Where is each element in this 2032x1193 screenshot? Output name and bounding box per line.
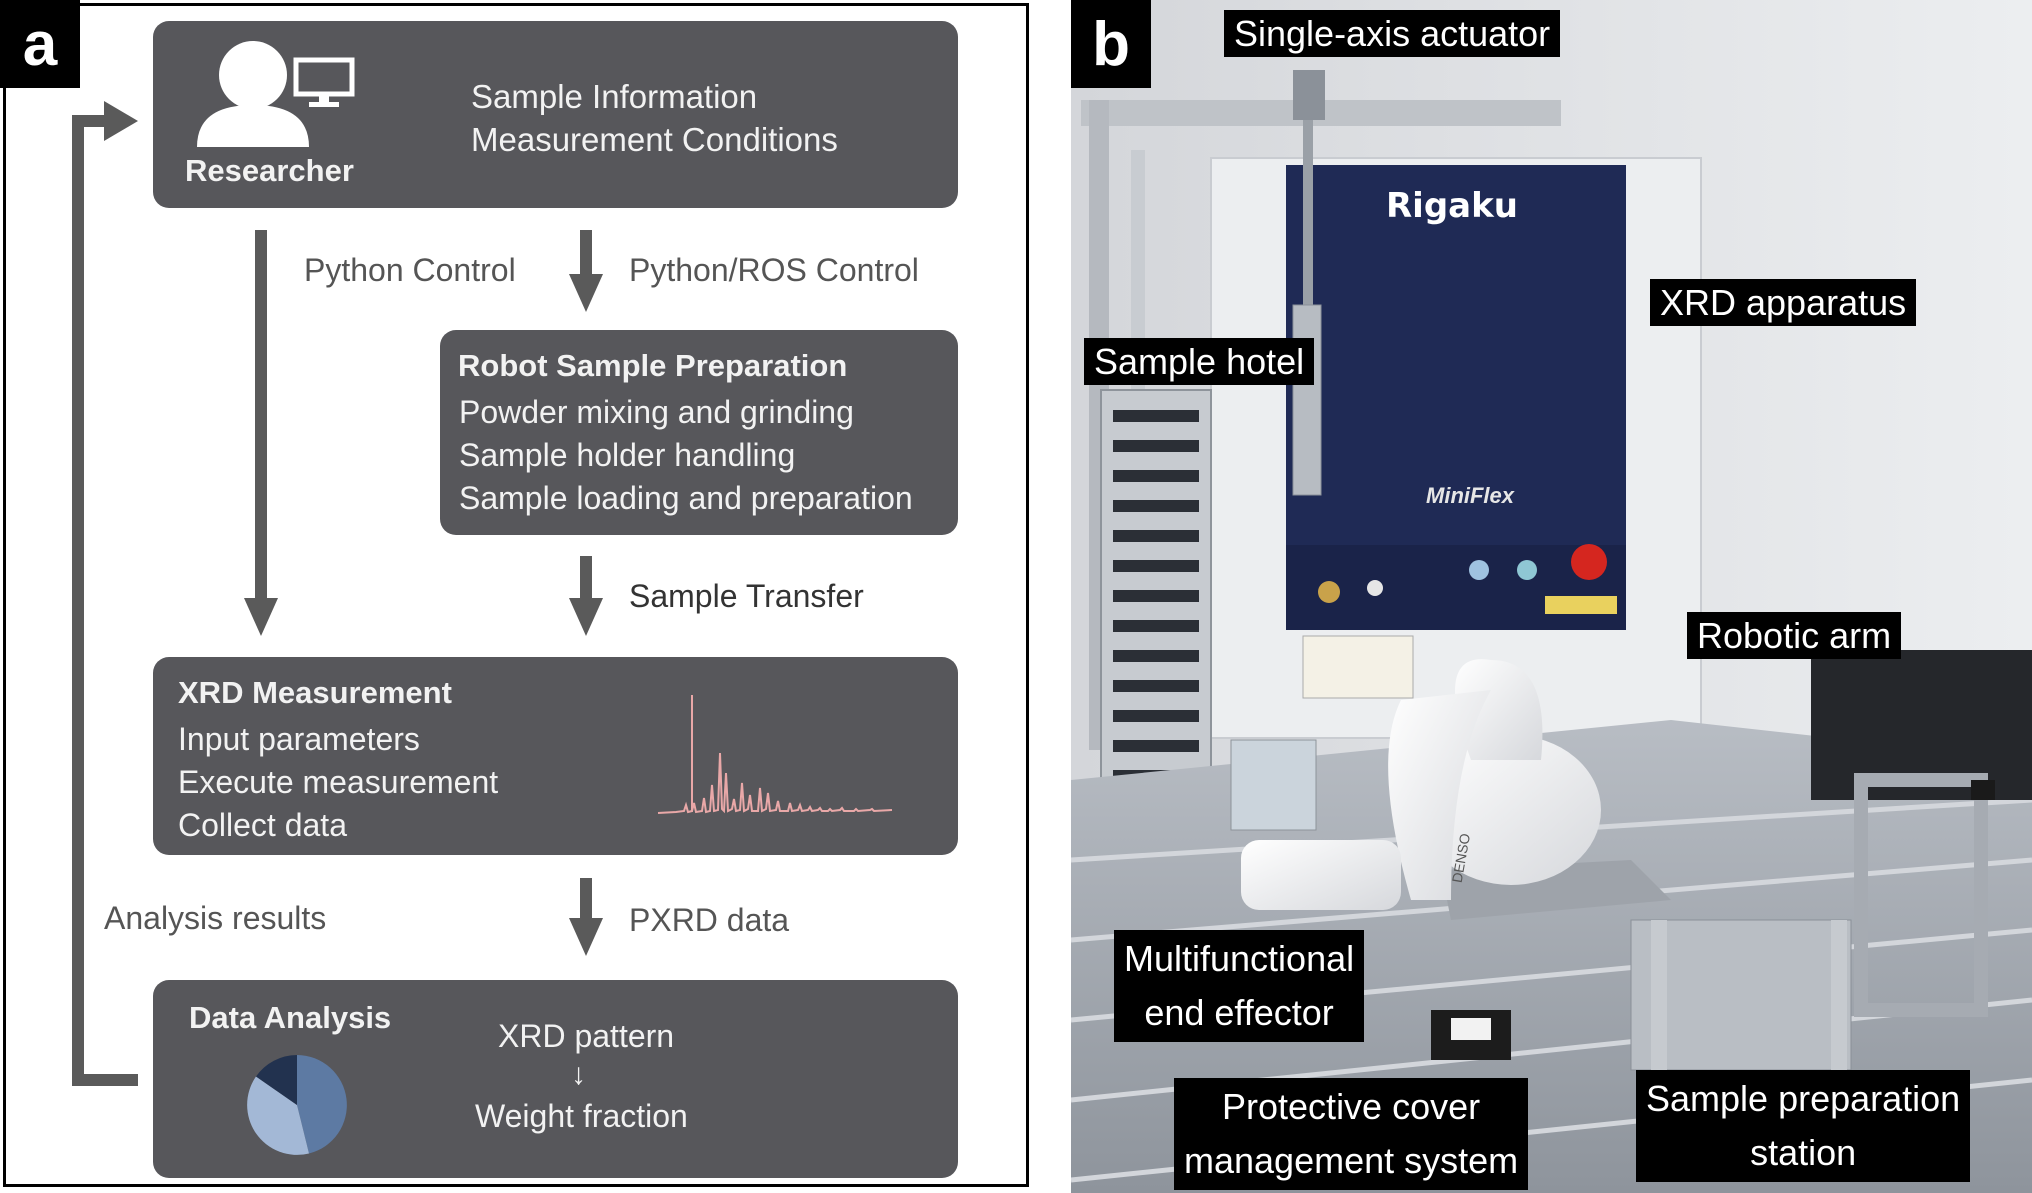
- callout-single-axis-actuator: Single-axis actuator: [1224, 10, 1561, 58]
- xrd-box-lines: Input parameters Execute measurement Col…: [178, 718, 498, 847]
- researcher-line-measurement-conditions: Measurement Conditions: [471, 121, 838, 158]
- arrow-pxrd-shaft: [580, 878, 592, 920]
- arrow-python-control-shaft: [255, 230, 267, 600]
- feedback-loop-top: [72, 115, 108, 127]
- callout-end-effector-line2: end effector: [1144, 992, 1334, 1033]
- label-python-ros-control: Python/ROS Control: [629, 252, 919, 288]
- researcher-line-sample-info: Sample Information: [471, 78, 758, 115]
- xrd-line-input: Input parameters: [178, 721, 420, 757]
- radiation-label: [1545, 596, 1617, 614]
- panel-b-photo: Rigaku MiniFlex DENSO Single-axis actuat…: [1071, 0, 2032, 1193]
- button-blue: [1469, 560, 1489, 580]
- effector-glass-box: [1230, 739, 1317, 831]
- robot-line-loading: Sample loading and preparation: [459, 480, 913, 516]
- lab-setup-illustration: [1071, 0, 2032, 1193]
- robot-sample-preparation-box: Robot Sample Preparation Powder mixing a…: [440, 330, 958, 535]
- actuator-slider: [1292, 304, 1322, 496]
- panel-a-badge: a: [0, 0, 80, 88]
- callout-sample-station-line1: Sample preparation: [1646, 1078, 1961, 1119]
- prep-station-post-right: [1831, 920, 1847, 1080]
- arrow-python-ros-shaft: [580, 230, 592, 276]
- xrd-box-title: XRD Measurement: [178, 675, 452, 710]
- end-effector: [1241, 840, 1401, 910]
- knob-gold: [1318, 581, 1340, 603]
- robot-box-lines: Powder mixing and grinding Sample holder…: [459, 391, 913, 520]
- arrow-python-control-head: [244, 598, 278, 636]
- callout-xrd-apparatus: XRD apparatus: [1650, 279, 1917, 327]
- researcher-box: Researcher Sample Information Measuremen…: [153, 21, 958, 208]
- callout-robotic-arm: Robotic arm: [1687, 612, 1902, 660]
- prep-station-frame: [1630, 919, 1852, 1071]
- robot-box-title: Robot Sample Preparation: [458, 348, 848, 383]
- weight-fraction-pie-icon: [247, 1055, 347, 1155]
- xrd-pattern-plot: [657, 695, 893, 814]
- robot-line-holder: Sample holder handling: [459, 437, 796, 473]
- label-pxrd-data: PXRD data: [629, 902, 790, 938]
- robotic-arm-body: [1421, 735, 1601, 885]
- panel-b-badge: b: [1071, 0, 1151, 88]
- computer-monitor-icon: [293, 57, 355, 107]
- xrd-control-strip: [1286, 545, 1626, 630]
- callout-end-effector: Multifunctional end effector: [1114, 930, 1365, 1042]
- prep-station-post-left: [1651, 920, 1667, 1080]
- prep-station-cap: [1971, 780, 1995, 800]
- researcher-lines: Sample Information Measurement Condition…: [471, 75, 838, 161]
- researcher-label: Researcher: [185, 153, 354, 188]
- analysis-line-weight-fraction: Weight fraction: [475, 1098, 688, 1134]
- callout-sample-station-line2: station: [1750, 1132, 1857, 1173]
- arrow-python-ros-head: [569, 274, 603, 312]
- analysis-down-arrow-icon: ↓: [571, 1058, 586, 1091]
- robotic-arm-forearm: [1388, 690, 1491, 900]
- callout-protective-cover: Protective cover management system: [1174, 1078, 1529, 1190]
- analysis-line-xrd-pattern: XRD pattern: [498, 1018, 675, 1054]
- robot-line-powder: Powder mixing and grinding: [459, 394, 854, 430]
- miniflex-logo: MiniFlex: [1426, 483, 1515, 508]
- protective-cover-lid: [1451, 1018, 1491, 1040]
- feedback-loop-left: [72, 115, 84, 1086]
- prep-station-rig: [1854, 773, 1988, 1017]
- rigaku-logo: Rigaku: [1386, 186, 1518, 226]
- robotic-arm-upper: [1455, 659, 1543, 760]
- xrd-measurement-box: XRD Measurement Input parameters Execute…: [153, 657, 958, 855]
- researcher-icon: [197, 41, 309, 147]
- arrow-sample-transfer-head: [569, 598, 603, 636]
- actuator-head: [1293, 70, 1325, 120]
- callout-protective-cover-line1: Protective cover: [1222, 1086, 1481, 1127]
- flow-arrows: [72, 101, 603, 1086]
- callout-protective-cover-line2: management system: [1184, 1140, 1519, 1181]
- arrow-sample-transfer-shaft: [580, 556, 592, 600]
- button-teal: [1517, 560, 1537, 580]
- label-analysis-results: Analysis results: [104, 900, 327, 936]
- label-sample-transfer: Sample Transfer: [629, 578, 864, 614]
- analysis-box-title: Data Analysis: [189, 1000, 392, 1035]
- feedback-loop-head: [104, 101, 138, 141]
- arrow-pxrd-head: [569, 918, 603, 956]
- callout-end-effector-line1: Multifunctional: [1124, 938, 1355, 979]
- callout-sample-station: Sample preparation station: [1636, 1070, 1971, 1182]
- feedback-loop-bottom: [72, 1074, 138, 1086]
- warning-label: [1302, 635, 1414, 699]
- panel-a-workflow: a: [0, 0, 1029, 1187]
- xrd-line-collect: Collect data: [178, 807, 347, 843]
- label-python-control: Python Control: [304, 252, 516, 288]
- emergency-stop: [1571, 544, 1607, 580]
- callout-sample-hotel: Sample hotel: [1084, 338, 1315, 386]
- button-white: [1367, 580, 1383, 596]
- actuator-rod: [1303, 90, 1313, 490]
- data-analysis-box: Data Analysis XRD pattern ↓ Weight fract…: [153, 980, 958, 1178]
- xrd-line-execute: Execute measurement: [178, 764, 499, 800]
